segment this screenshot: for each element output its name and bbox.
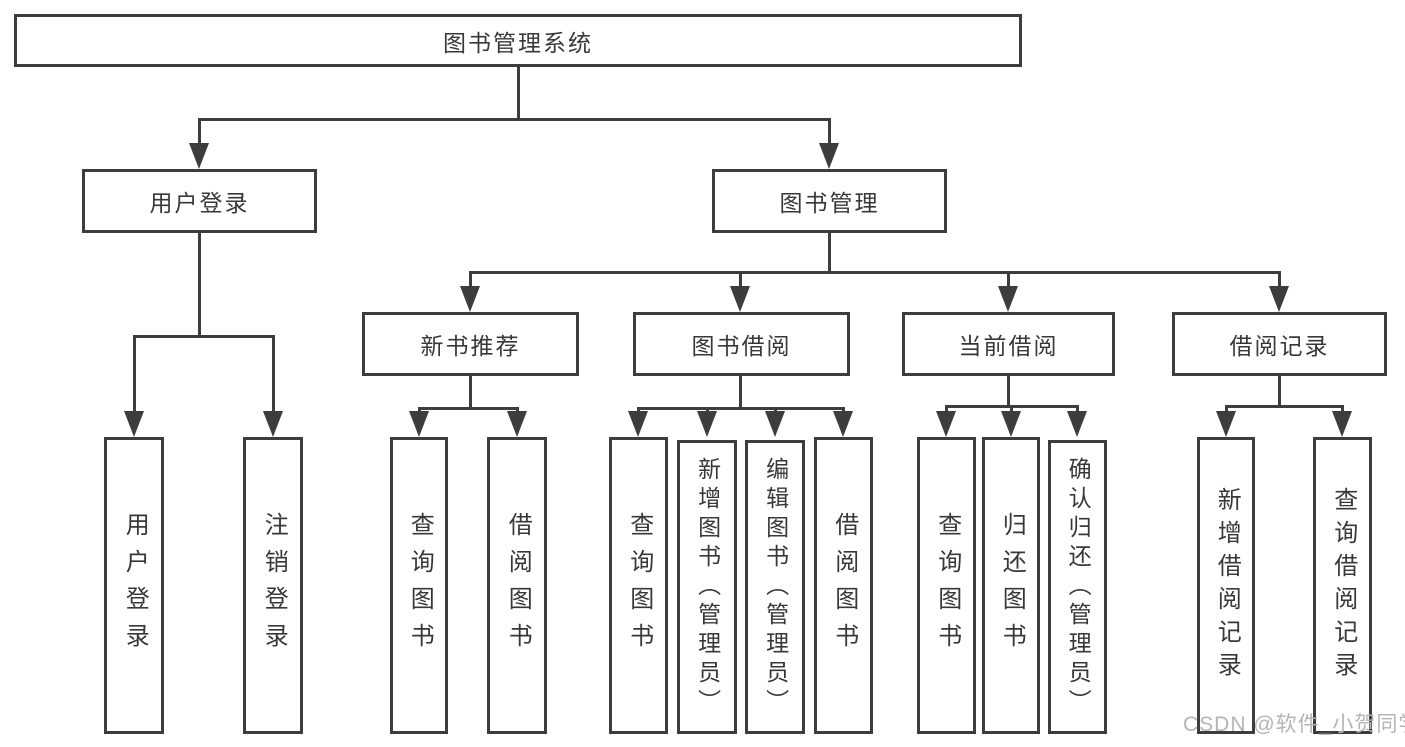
leaf-label: 归还图书: [998, 511, 1026, 660]
connector-leaf: [945, 405, 948, 415]
connector-to-book-management: [828, 118, 831, 148]
arrow-down-icon: [1001, 411, 1021, 437]
leaf-label: 查询图书: [933, 511, 961, 660]
arrow-down-icon: [189, 143, 209, 169]
arrow-down-icon: [1269, 286, 1289, 312]
leaf-query-borrow-record: 查询借阅记录: [1313, 437, 1372, 734]
node-borrow-records: 借阅记录: [1172, 312, 1387, 376]
leaf-label: 注销登录: [260, 511, 288, 660]
connector-book-borrow-rail: [637, 407, 845, 410]
leaf-label: 用户登录: [121, 511, 149, 660]
leaf-label: 查询图书: [625, 511, 653, 660]
leaf-label: 查询借阅记录: [1329, 486, 1357, 685]
leaf-label: 借阅图书: [830, 511, 858, 660]
connector-leaf: [1010, 405, 1013, 415]
node-book-borrow: 图书借阅: [633, 312, 850, 376]
connector-user-login-rail: [133, 335, 275, 338]
leaf-user-login: 用户登录: [104, 437, 164, 734]
connector-leaf: [1341, 405, 1344, 415]
connector-leaf: [1225, 405, 1228, 415]
leaf-return-books: 归还图书: [982, 437, 1040, 734]
connector-new-book-rail: [418, 407, 519, 410]
leaf-borrow-books: 借阅图书: [814, 437, 873, 734]
arrow-down-icon: [765, 411, 785, 437]
arrow-down-icon: [263, 411, 283, 437]
arrow-down-icon: [833, 411, 853, 437]
connector-current-borrow-stem: [1007, 376, 1010, 408]
leaf-label: 确认归还（管理员）: [1065, 456, 1092, 718]
leaf-edit-books-admin: 编辑图书（管理员）: [745, 440, 805, 734]
csdn-watermark: CSDN @软件_小贺同学: [1183, 713, 1405, 736]
leaf-label: 新增借阅记录: [1213, 486, 1241, 685]
connector-to-book-borrow: [739, 271, 742, 289]
arrow-down-icon: [124, 411, 144, 437]
connector-to-leaf-logout: [272, 335, 275, 415]
leaf-query-books-current: 查询图书: [917, 437, 976, 734]
connector-book-management-stem: [828, 233, 831, 274]
leaf-label: 查询图书: [406, 511, 434, 660]
connector-to-user-login: [198, 118, 201, 148]
leaf-query-books-recommend: 查询图书: [390, 437, 448, 734]
node-library-system: 图书管理系统: [14, 14, 1022, 67]
leaf-label: 借阅图书: [504, 511, 532, 660]
arrow-down-icon: [1067, 411, 1087, 437]
leaf-add-borrow-record: 新增借阅记录: [1197, 437, 1255, 734]
arrow-down-icon: [998, 286, 1018, 312]
arrow-down-icon: [1332, 411, 1352, 437]
arrow-down-icon: [628, 411, 648, 437]
leaf-borrow-books-recommend: 借阅图书: [487, 437, 547, 734]
leaf-confirm-return-admin: 确认归还（管理员）: [1048, 440, 1107, 734]
node-user-login: 用户登录: [82, 169, 317, 233]
connector-root-rail: [198, 118, 830, 121]
node-current-borrow: 当前借阅: [902, 312, 1115, 376]
connector-to-new-book: [469, 271, 472, 289]
connector-book-borrow-stem: [739, 376, 742, 410]
leaf-logout: 注销登录: [243, 437, 303, 734]
node-new-book-recommend: 新书推荐: [362, 312, 579, 376]
leaf-add-books-admin: 新增图书（管理员）: [677, 440, 737, 734]
connector-leaf: [1076, 405, 1079, 415]
arrow-down-icon: [507, 411, 527, 437]
connector-book-management-rail: [469, 271, 1280, 274]
connector-borrow-records-stem: [1278, 376, 1281, 408]
connector-borrow-records-rail: [1225, 405, 1344, 408]
arrow-down-icon: [1216, 411, 1236, 437]
node-book-management: 图书管理: [712, 169, 947, 233]
arrow-down-icon: [936, 411, 956, 437]
arrow-down-icon: [697, 411, 717, 437]
leaf-label: 新增图书（管理员）: [694, 456, 721, 718]
arrow-down-icon: [460, 286, 480, 312]
connector-to-leaf-user-login: [133, 335, 136, 415]
connector-new-book-stem: [469, 376, 472, 410]
connector-root-stem: [517, 67, 520, 120]
connector-to-borrow-records: [1278, 271, 1281, 289]
arrow-down-icon: [409, 411, 429, 437]
leaf-query-books-borrow: 查询图书: [609, 437, 668, 734]
connector-to-current-borrow: [1007, 271, 1010, 289]
arrow-down-icon: [730, 286, 750, 312]
arrow-down-icon: [819, 143, 839, 169]
leaf-label: 编辑图书（管理员）: [762, 456, 789, 718]
connector-user-login-stem: [198, 233, 201, 337]
